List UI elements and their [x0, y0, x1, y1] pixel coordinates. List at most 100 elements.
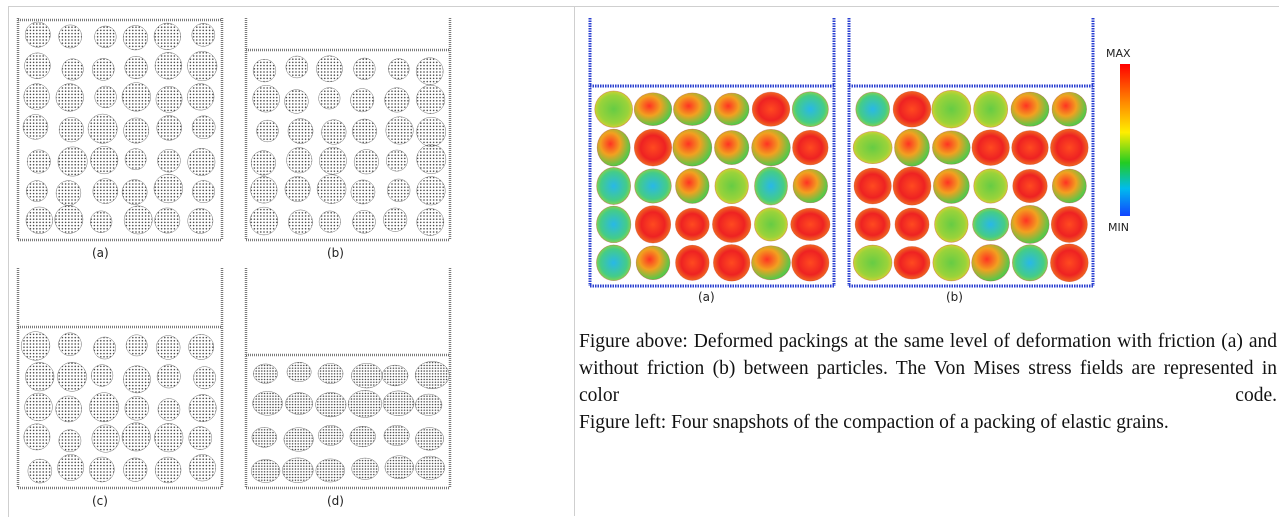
snapshot-b-grain [284, 176, 311, 202]
stress-panel-b-grain [1011, 130, 1049, 165]
snapshot-a-grain [121, 179, 148, 205]
snapshot-a-grain [54, 205, 84, 234]
snapshot-c-grain [154, 423, 184, 453]
snapshot-b-grain [352, 210, 376, 234]
snapshot-b-grain [252, 85, 280, 113]
stress-panel-a-grain [751, 129, 791, 167]
snapshot-b-grain [284, 89, 309, 114]
snapshot-c-grain [188, 454, 217, 482]
snapshot-a-grain [187, 208, 214, 234]
stress-panel-b-grain [894, 128, 930, 167]
snapshot-c-grain [57, 361, 87, 392]
stress-panel-b-grain [1051, 91, 1087, 127]
snapshot-c-grain [27, 458, 53, 484]
snapshot-b-grain [250, 176, 278, 204]
snapshot-a-grain [24, 21, 51, 48]
snapshot-c-grain [24, 392, 53, 422]
stress-panel-a-grain [790, 207, 831, 241]
stress-panel-b-grain [1050, 128, 1089, 167]
stress-panel-a-grain [792, 129, 829, 166]
snapshot-a-grain [187, 83, 215, 111]
snapshot-b-grain [316, 174, 347, 204]
snapshot-b-grain [415, 57, 444, 85]
stress-panel-b-grain [852, 131, 893, 165]
snapshot-a-grain [124, 55, 148, 80]
snapshot-d-grain [286, 361, 312, 382]
stress-panel-b-grain [892, 166, 932, 206]
snapshot-d-grain [415, 393, 443, 416]
stress-panel-a-grain [596, 205, 632, 244]
stress-panel-b-grain [1051, 168, 1087, 204]
snapshot-b-grain [350, 179, 376, 205]
snapshot-b-grain [318, 87, 341, 110]
snapshot-a-grain [124, 148, 147, 171]
stress-panel-a-grain [675, 168, 710, 204]
figure-caption: Figure above: Deformed packings at the s… [579, 328, 1277, 436]
snapshot-b-grain [385, 116, 414, 145]
snapshot-b-grain [383, 207, 408, 232]
stress-panel-a-grain [634, 205, 672, 244]
stress-panel-a-grain [635, 245, 671, 281]
stress-panel-a-grain [675, 244, 710, 281]
snapshot-b-grain [252, 58, 277, 83]
snapshot-a-grain [23, 83, 50, 110]
stress-panel-a-grain [633, 92, 673, 126]
stress-panel-b-grain [852, 244, 893, 281]
snapshot-a-grain [61, 58, 84, 81]
snapshot-c-grain [121, 422, 151, 452]
snapshot-a-grain [24, 52, 51, 79]
snapshot-d-grain [283, 427, 314, 452]
snapshot-c-grain [193, 366, 216, 390]
snapshot-d-grain [415, 455, 445, 480]
snapshot-b-grain [388, 58, 410, 80]
snapshot-d-grain [381, 364, 409, 387]
stress-panel-b-grain [894, 207, 930, 242]
stress-panel-a-grain [754, 207, 788, 242]
stress-panel-a-grain [792, 168, 828, 204]
snapshot-b-grain [256, 119, 279, 143]
snapshot-b-grain [386, 149, 408, 172]
stress-panel-a-grain [634, 168, 672, 204]
snapshot-b-grain [350, 88, 375, 113]
snapshot-c-grain [91, 424, 120, 453]
snapshot-d-grain [253, 363, 278, 384]
stress-panel-b-grain [972, 207, 1010, 242]
stress-panel-a-grain [754, 166, 788, 206]
snapshot-c-grain [58, 429, 82, 453]
snapshot-a-grain [123, 117, 150, 144]
snapshot-b-grain [416, 84, 446, 114]
snapshot-c-grain [156, 364, 181, 389]
snapshot-a-grain [58, 117, 84, 143]
stress-panel-b-grain [855, 91, 890, 127]
stress-panel-b-grain [932, 244, 971, 282]
snapshot-a-grain [121, 82, 151, 112]
snapshot-b-grain [416, 208, 445, 236]
snapshot-b-grain [316, 55, 343, 83]
snapshot-d-grain [384, 455, 414, 480]
snapshot-a-grain [55, 180, 82, 206]
snapshot-b-grain [416, 116, 447, 147]
panel-label-c: (c) [92, 494, 108, 508]
stress-panel-b-grain [933, 168, 970, 204]
snapshot-d-grain [282, 457, 314, 483]
snapshot-c-grain [154, 456, 182, 484]
snapshot-b-grain [353, 57, 376, 80]
snapshot-a-grain [94, 85, 117, 109]
stress-panel-b-grain [973, 168, 1008, 204]
snapshot-c-grain [188, 334, 215, 360]
stress-panel-label-a: (a) [698, 290, 715, 304]
snapshot-c-grain [155, 335, 181, 360]
snapshot-a-grain [153, 22, 181, 51]
stress-panel-b-grain [1012, 169, 1048, 203]
snapshot-c-grain [125, 334, 148, 357]
snapshot-a-grain [192, 180, 215, 204]
snapshot-c-grain [23, 423, 51, 451]
caption-above: Figure above: Deformed packings at the s… [579, 331, 1277, 406]
snapshot-d-grain [252, 391, 283, 416]
snapshot-b-grain [319, 146, 347, 175]
snapshot-a-grain [187, 148, 216, 176]
snapshot-c-grain [188, 426, 213, 450]
snapshot-c-grain [89, 456, 115, 483]
snapshot-b-grain [250, 150, 276, 176]
snapshot-a-grain [55, 83, 84, 112]
